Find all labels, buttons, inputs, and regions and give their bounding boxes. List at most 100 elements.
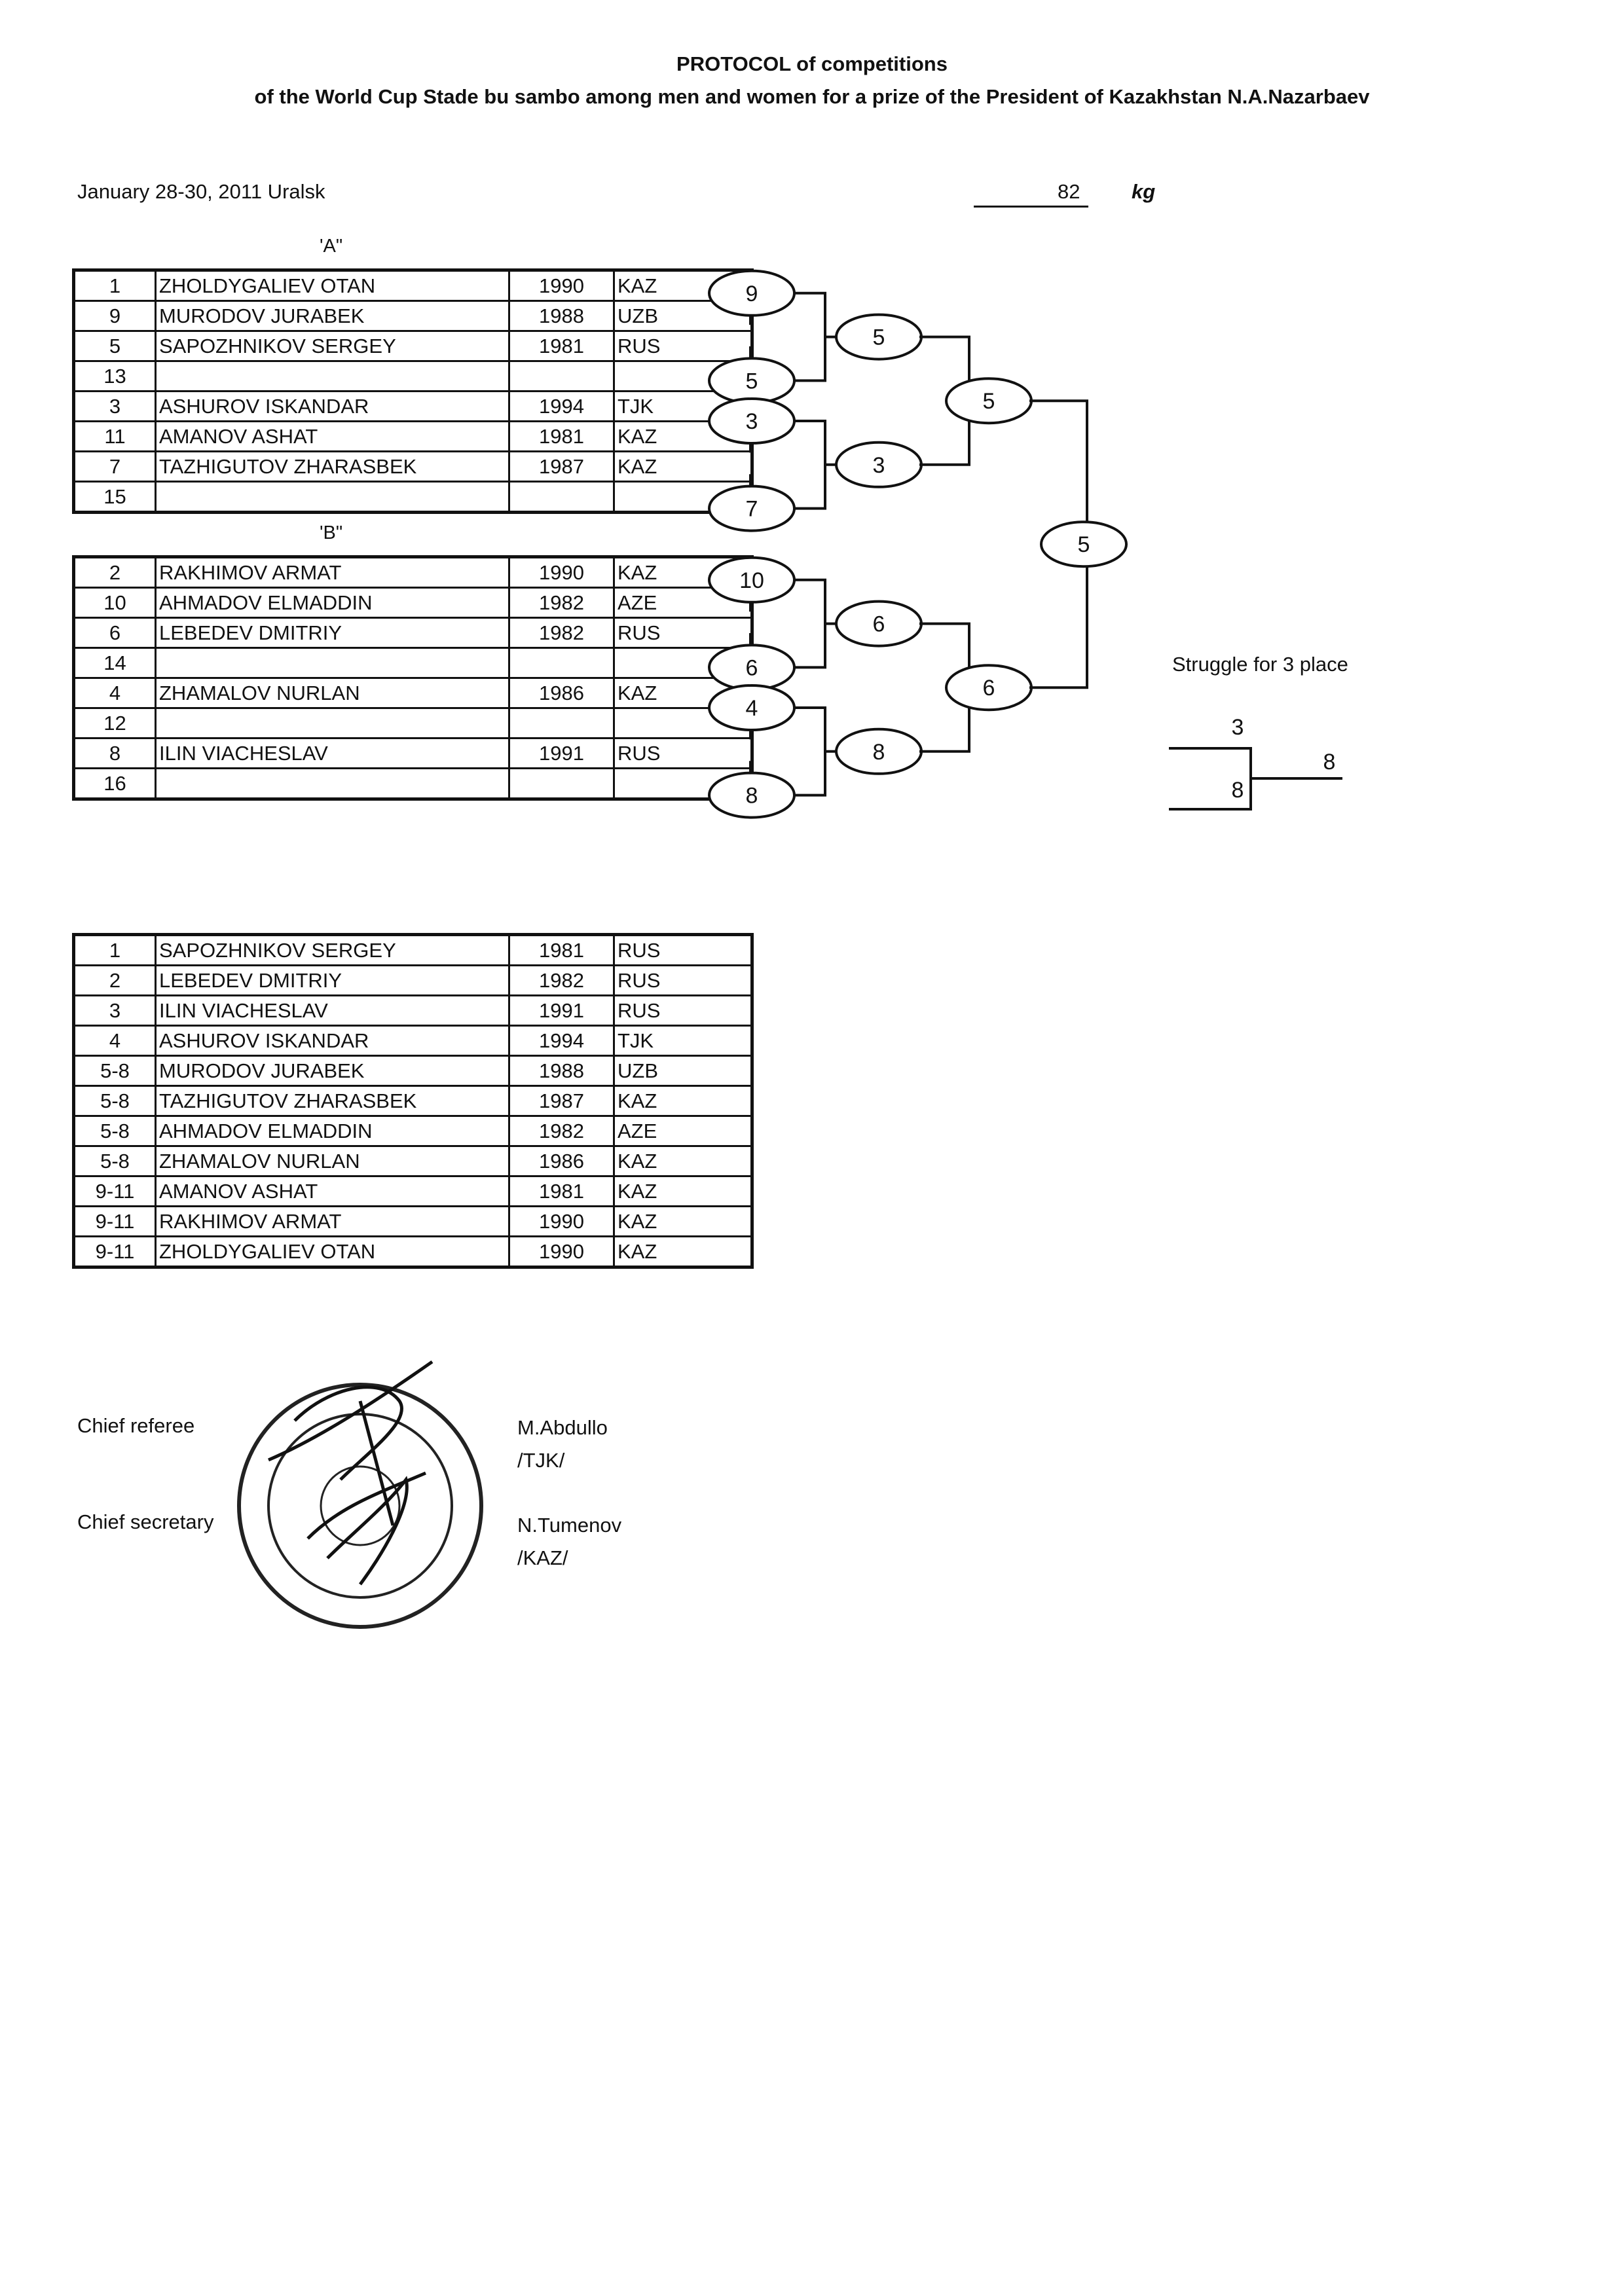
chief-referee-country: /TJK/ [517,1449,565,1472]
birth-year: 1990 [508,269,615,302]
group-a-final-winner: 5 [945,377,1033,425]
athlete-name: ZHAMALOV NURLAN [155,677,510,709]
birth-year [508,767,615,800]
birth-year: 1990 [508,1205,615,1237]
birth-year: 1988 [508,1055,615,1087]
country-code: RUS [613,737,753,769]
birth-year: 1982 [508,587,615,619]
birth-year [508,707,615,739]
entry-number: 9-11 [73,1205,157,1237]
entry-number: 9-11 [73,1175,157,1207]
entry-number: 9-11 [73,1235,157,1268]
document-subtitle: of the World Cup Stade bu sambo among me… [254,85,1370,108]
third-place-top-number: 3 [1232,715,1244,740]
table-row: 15 [73,481,753,513]
country-code: RUS [613,964,753,996]
third-place-label: Struggle for 3 place [1172,653,1348,676]
athlete-name: RAKHIMOV ARMAT [155,556,510,589]
table-row: 16 [73,767,753,800]
birth-year: 1987 [508,1085,615,1117]
group-a-label: 'A" [320,236,343,257]
chief-secretary-label: Chief secretary [77,1510,214,1533]
group-b-final-winner: 6 [945,664,1033,712]
entry-number: 2 [73,964,157,996]
birth-year: 1988 [508,300,615,332]
bracket-line [794,578,826,669]
athlete-name [155,481,510,513]
birth-year [508,360,615,392]
entry-number: 5-8 [73,1115,157,1147]
bracket-line [794,706,826,797]
athlete-name: TAZHIGUTOV ZHARASBEK [155,450,510,483]
entry-number: 7 [73,450,157,483]
winner-number: 3 [873,453,885,478]
entry-number: 5-8 [73,1085,157,1117]
group-a-round1-winner: 7 [708,484,796,532]
birth-year: 1991 [508,994,615,1027]
winner-number: 8 [873,740,885,765]
weight-unit: kg [1132,180,1156,203]
athlete-name: ZHAMALOV NURLAN [155,1145,510,1177]
entry-number: 5 [73,330,157,362]
winner-number: 4 [746,696,758,721]
document-title: PROTOCOL of competitions [676,52,948,75]
country-code: KAZ [613,450,753,483]
birth-year: 1990 [508,1235,615,1268]
third-place-bottom-number: 8 [1232,778,1244,803]
entry-number: 1 [73,269,157,302]
group-b-round1-winner: 4 [708,684,796,731]
athlete-name: MURODOV JURABEK [155,300,510,332]
birth-year: 1986 [508,677,615,709]
chief-referee-name: M.Abdullo [517,1416,608,1439]
official-stamp [237,1360,483,1629]
entry-number: 5-8 [73,1055,157,1087]
athlete-name: AMANOV ASHAT [155,1175,510,1207]
entry-number: 3 [73,390,157,422]
athlete-name: SAPOZHNIKOV SERGEY [155,934,510,966]
country-code: UZB [613,1055,753,1087]
birth-year: 1987 [508,450,615,483]
winner-number: 7 [746,497,758,522]
athlete-name: ILIN VIACHESLAV [155,994,510,1027]
birth-year: 1986 [508,1145,615,1177]
entry-number: 13 [73,360,157,392]
winner-number: 6 [873,612,885,637]
entry-number: 11 [73,420,157,452]
overall-winner: 5 [1040,520,1128,568]
entry-number: 3 [73,994,157,1027]
birth-year: 1990 [508,556,615,589]
country-code: AZE [613,1115,753,1147]
entry-number: 12 [73,707,157,739]
country-code: KAZ [613,1235,753,1268]
athlete-name [155,360,510,392]
athlete-name: ASHUROV ISKANDAR [155,1025,510,1057]
athlete-name: RAKHIMOV ARMAT [155,1205,510,1237]
birth-year [508,647,615,679]
winner-number: 5 [873,325,885,350]
birth-year: 1982 [508,1115,615,1147]
athlete-name: LEBEDEV DMITRIY [155,617,510,649]
weight-underline [974,206,1088,208]
group-b-round1-winner: 10 [708,556,796,604]
athlete-name [155,707,510,739]
entry-number: 16 [73,767,157,800]
chief-secretary-name: N.Tumenov [517,1514,622,1537]
chief-secretary-country: /KAZ/ [517,1546,568,1569]
winner-number: 8 [746,784,758,809]
birth-year: 1991 [508,737,615,769]
